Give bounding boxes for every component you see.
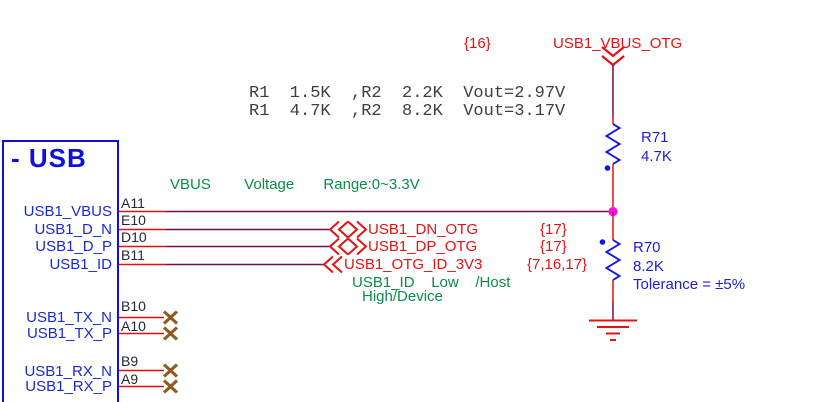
no-connect-x-icon	[162, 310, 179, 325]
pin-number-b10: B10	[121, 298, 146, 314]
r70-tolerance-note: Tolerance = ±5%	[633, 276, 746, 293]
net-label-dn-otg: USB1_DN_OTG	[368, 221, 479, 238]
divider-note-line2: R1 4.7K ,R2 8.2K Vout=3.17V	[249, 102, 566, 121]
wire-usb1-tx-n	[117, 310, 179, 325]
signal-usb1-rx-n: USB1_RX_N	[24, 363, 112, 380]
signal-usb1-d-n: USB1_D_N	[34, 221, 112, 238]
net-label-dp-otg: USB1_DP_OTG	[368, 238, 478, 255]
no-connect-x-icon	[162, 326, 179, 341]
offpage-net-icon-dp	[328, 237, 368, 256]
offpage-net-icon-id	[322, 255, 343, 274]
no-connect-x-icon	[162, 379, 179, 394]
usb-part-box	[2, 140, 119, 402]
pin-number-e10: E10	[121, 212, 146, 228]
offpage-net-icon-dn	[328, 220, 368, 239]
r71-refdes: R71	[641, 129, 669, 146]
pin1-dot	[604, 165, 611, 171]
pin-number-d10: D10	[121, 229, 147, 245]
power-page-ref: {16}	[464, 35, 491, 52]
net-page-ref-dp: {17}	[540, 238, 567, 255]
ground-icon	[589, 319, 637, 341]
resistor-r70-symbol	[599, 239, 622, 281]
part-title: - USB	[11, 143, 87, 173]
power-net-label: USB1_VBUS_OTG	[553, 35, 683, 52]
pin-number-a11: A11	[121, 195, 145, 211]
resistor-r71-symbol	[604, 123, 622, 171]
wire-usb1-rx-n	[117, 363, 179, 378]
id-note-line2: High/Device	[362, 288, 443, 305]
pin-number-b11: B11	[121, 247, 145, 263]
net-page-ref-dn: {17}	[540, 221, 567, 238]
signal-usb1-rx-p: USB1_RX_P	[25, 378, 112, 395]
pin-number-a10: A10	[121, 318, 146, 334]
r70-refdes: R70	[633, 239, 661, 256]
signal-usb1-tx-n: USB1_TX_N	[26, 309, 112, 326]
pin-number-b9: B9	[121, 353, 139, 369]
net-page-ref-id: {7,16,17}	[527, 256, 588, 273]
vbus-range-note: VBUS Voltage Range:0~3.3V	[170, 176, 420, 193]
pin1-dot	[599, 239, 606, 245]
net-label-otg-id-3v3: USB1_OTG_ID_3V3	[344, 256, 483, 273]
signal-usb1-d-p: USB1_D_P	[35, 238, 112, 255]
wire-usb1-rx-p	[117, 379, 179, 394]
no-connect-x-icon	[162, 363, 179, 378]
id-note-line1: USB1_ID Low /Host	[352, 274, 511, 291]
signal-usb1-id: USB1_ID	[49, 256, 112, 273]
r71-value: 4.7K	[641, 148, 672, 165]
divider-note-line1: R1 1.5K ,R2 2.2K Vout=2.97V	[249, 84, 566, 103]
signal-usb1-tx-p: USB1_TX_P	[26, 325, 112, 342]
r70-value: 8.2K	[633, 258, 664, 275]
signal-usb1-vbus: USB1_VBUS	[23, 203, 112, 220]
wire-usb1-tx-p	[117, 326, 179, 341]
pin-number-a9: A9	[121, 371, 139, 387]
